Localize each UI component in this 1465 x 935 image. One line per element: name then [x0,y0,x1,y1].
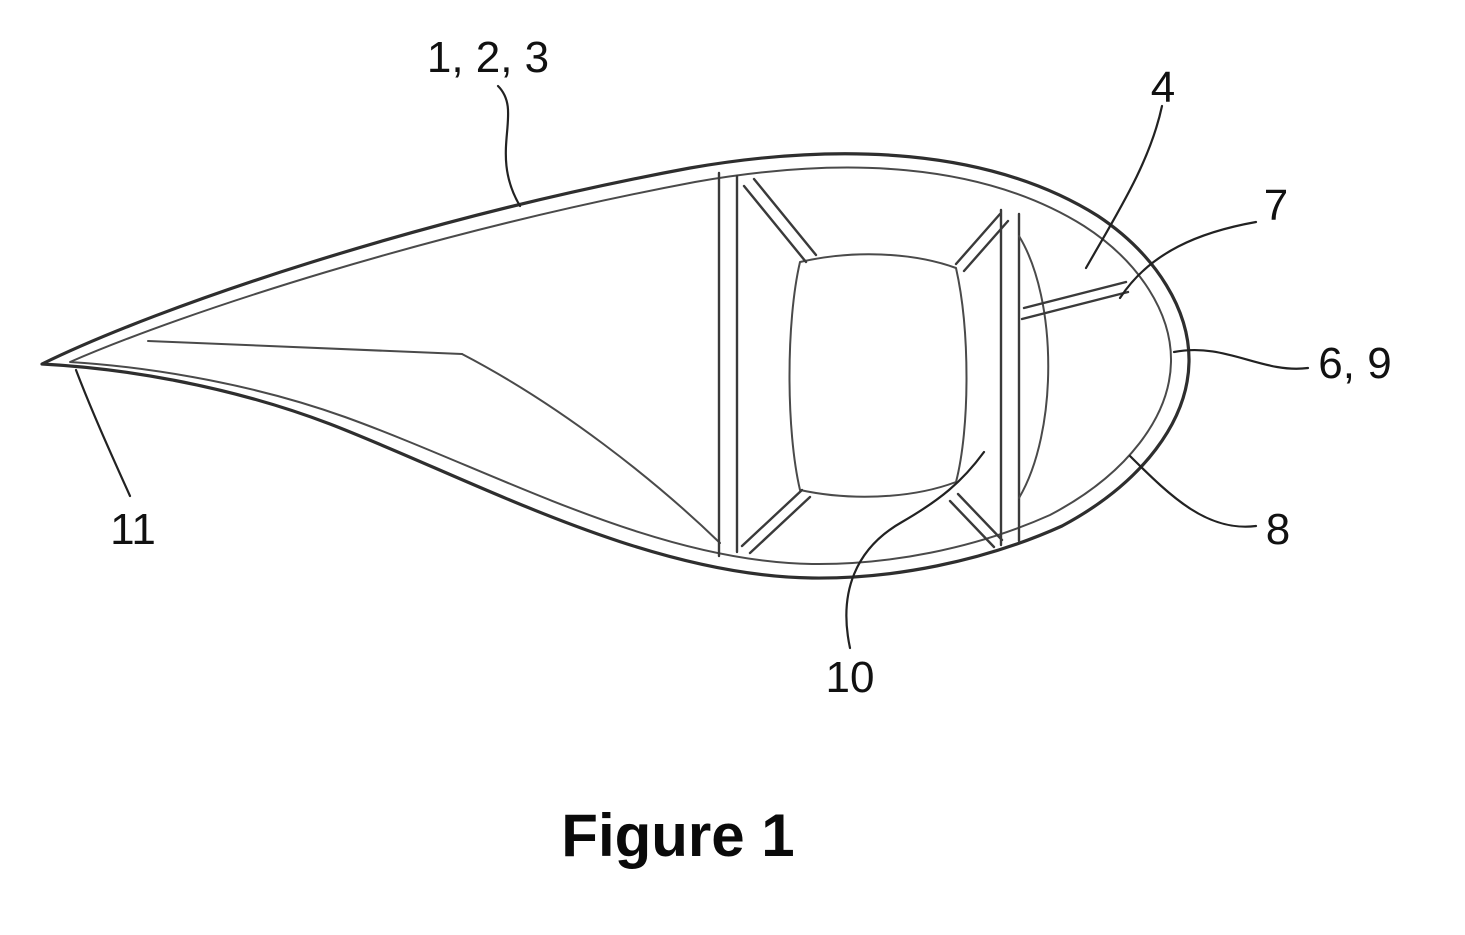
leading-edge-diagonal-member [1020,280,1130,321]
label-10: 10 [826,653,875,702]
leading-edge-core-arc [1018,235,1050,499]
leader-10 [845,450,986,650]
trailing-edge-mid-line [147,340,463,355]
corner-brace-top-right [954,212,1010,273]
trailing-edge-lower-inner-line [461,353,721,544]
corner-brace-bottom-right [948,492,1004,549]
corner-brace-top-left [742,177,818,264]
label-1-2-3: 1, 2, 3 [427,33,549,82]
leader-6-9 [1172,348,1310,370]
leader-11 [74,368,132,498]
leader-1-2-3 [496,84,522,208]
label-11: 11 [110,505,156,554]
label-4: 4 [1151,63,1175,112]
leader-8 [1128,454,1258,528]
figure-caption: Figure 1 [561,802,794,869]
label-6-9: 6, 9 [1318,339,1391,388]
label-7: 7 [1264,181,1288,230]
airfoil-outer-outline [40,152,1191,580]
airfoil-inner-outline [69,166,1173,566]
spar-box-cavity [788,253,968,498]
label-8: 8 [1266,505,1290,554]
corner-brace-bottom-left [740,488,812,555]
left-shear-web [717,171,739,558]
right-shear-web [999,208,1021,547]
leader-4 [1084,104,1164,270]
leader-7 [1118,220,1258,300]
